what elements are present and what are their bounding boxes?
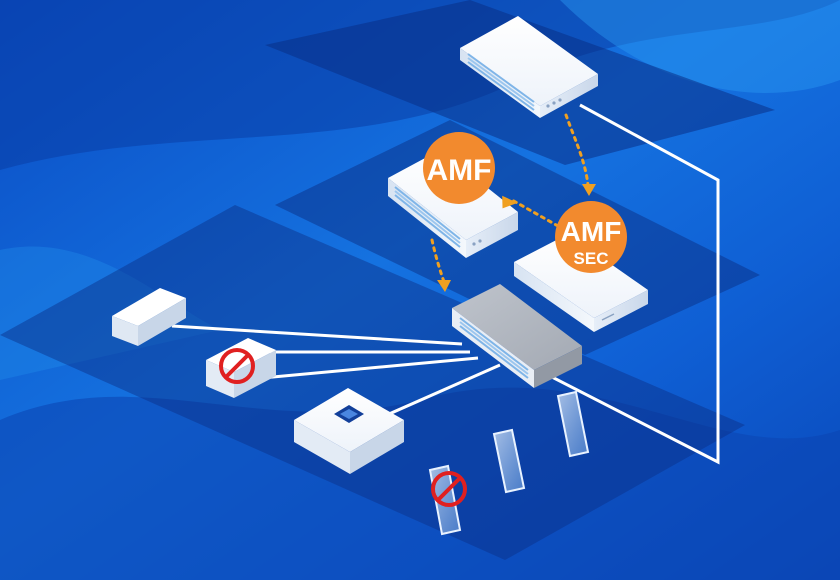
arrow-head (502, 195, 518, 209)
blocked-mobile-device (428, 464, 462, 536)
link-line (261, 356, 479, 380)
no-entry-icon (431, 471, 467, 507)
bottom-layer-plane (0, 205, 745, 560)
link-line (171, 324, 463, 346)
amf-sec-badge: AMF SEC (555, 201, 627, 273)
access-point (294, 388, 404, 474)
chip-icon (334, 405, 364, 423)
uplink-line (547, 103, 720, 465)
arrow-head (437, 280, 451, 292)
amf-badge-label: AMF (427, 154, 492, 187)
background-wave (560, 0, 840, 94)
dotted-arrow (430, 238, 446, 284)
amf-sec-badge-label: AMF (561, 216, 622, 247)
central-switch (452, 284, 582, 388)
amf-sec-appliance (514, 234, 648, 332)
amf-badge: AMF (423, 132, 495, 204)
edge-device (112, 288, 186, 346)
arrow-head (582, 184, 596, 196)
link-line (379, 363, 501, 420)
mobile-device (492, 428, 526, 494)
background-wave (0, 387, 840, 580)
blocked-device (206, 338, 276, 398)
mobile-device (556, 390, 590, 458)
management-arrows (430, 113, 590, 284)
background-wave (0, 246, 220, 380)
dotted-arrow (564, 113, 590, 187)
dotted-arrow (510, 198, 560, 228)
amf-sec-badge-sublabel: SEC (574, 249, 609, 268)
core-appliance (460, 16, 598, 118)
no-entry-icon (219, 348, 255, 384)
